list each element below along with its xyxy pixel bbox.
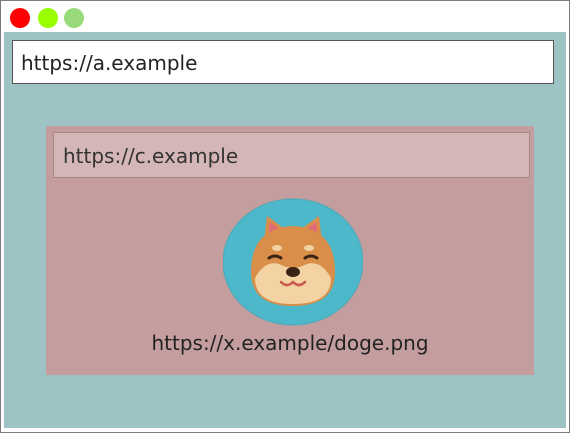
close-button[interactable] [10,8,30,28]
image-url-caption: https://x.example/doge.png [151,331,429,355]
outer-page-viewport: https://a.example https://c.example [4,32,566,428]
iframe-url-bar: https://c.example [53,132,530,178]
minimize-button[interactable] [38,8,58,28]
maximize-button[interactable] [64,8,84,28]
doge-image [222,198,364,326]
shiba-dog-face-icon [222,198,364,326]
outer-url-bar[interactable]: https://a.example [12,40,554,84]
embedded-iframe: https://c.example [46,126,534,375]
outer-url-text: https://a.example [21,51,198,75]
iframe-url-text: https://c.example [63,144,239,168]
title-bar [1,1,569,32]
